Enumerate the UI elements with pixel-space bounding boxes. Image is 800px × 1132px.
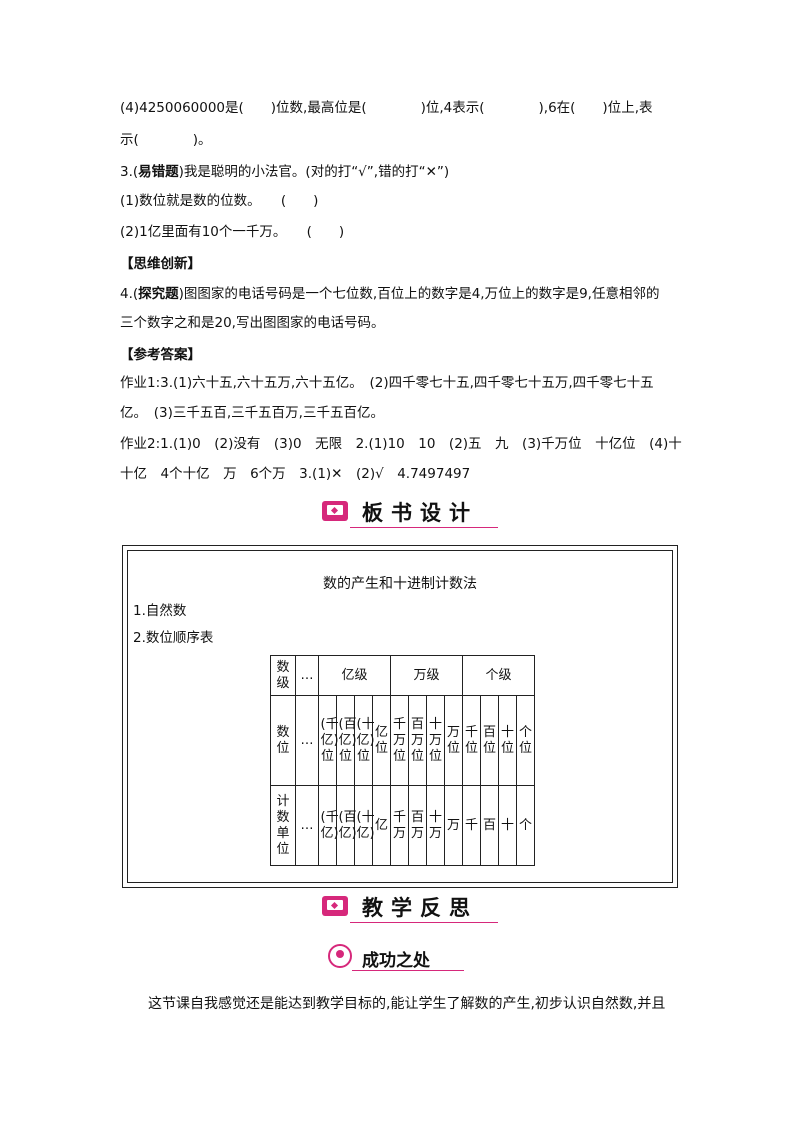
- pos-cell: 千万位: [390, 695, 409, 786]
- q3-prefix: 3.(: [120, 164, 139, 180]
- pos-cell: 十位: [498, 695, 517, 786]
- row-label-level: 数级: [270, 655, 296, 696]
- place-value-table: 数级 … 亿级 万级 个级 数位 … (千亿)位 (百亿)位 (十亿)位 亿位 …: [270, 655, 535, 866]
- unit-cell: 百万: [408, 785, 427, 866]
- unit-cell: (百亿): [336, 785, 357, 866]
- header-underline: [350, 922, 498, 923]
- download-circle-icon: [328, 944, 352, 968]
- q4b-rest: )图图家的电话号码是一个七位数,百位上的数字是4,万位上的数字是9,任意相邻的: [178, 286, 660, 302]
- unit-cell: (千亿): [318, 785, 339, 866]
- board-inner-border: [127, 550, 673, 883]
- question-3-2: (2)1亿里面有10个一千万。 ( ): [120, 224, 345, 240]
- unit-cell: 十万: [426, 785, 445, 866]
- answer-2-line-2: 十亿 4个十亿 万 6个万 3.(1)✕ (2)√ 4.7497497: [120, 466, 471, 482]
- unit-cell: 百: [480, 785, 499, 866]
- pos-cell: 亿位: [372, 695, 391, 786]
- question-3-1: (1)数位就是数的位数。 ( ): [120, 193, 319, 209]
- success-title: 成功之处: [362, 951, 430, 971]
- answer-2-line-1: 作业2:1.(1)0 (2)没有 (3)0 无限 2.(1)10 10 (2)五…: [120, 436, 682, 452]
- board-box: [122, 545, 678, 888]
- board-design-title: 板书设计: [362, 500, 478, 525]
- board-item-2: 2.数位顺序表: [133, 630, 214, 646]
- question-3-title: 3.(易错题)我是聪明的小法官。(对的打“√”,错的打“✕”): [120, 162, 449, 182]
- pos-cell: 百万位: [408, 695, 427, 786]
- pos-cell: 百位: [480, 695, 499, 786]
- pos-cell: (十亿)位: [354, 695, 375, 786]
- question-4b-line-1: 4.(探究题)图图家的电话号码是一个七位数,百位上的数字是4,万位上的数字是9,…: [120, 284, 659, 304]
- answer-1-line-1: 作业1:3.(1)六十五,六十五万,六十五亿。 (2)四千零七十五,四千零七十五…: [120, 375, 654, 391]
- pos-cell: 个位: [516, 695, 535, 786]
- unit-cell: 万: [444, 785, 463, 866]
- row-label-unit: 计数单位: [270, 785, 296, 866]
- board-design-header: 板书设计: [322, 497, 502, 528]
- pos-cell: (千亿)位: [318, 695, 339, 786]
- section-thinking: 【思维创新】: [120, 256, 201, 272]
- reflection-title: 教学反思: [362, 895, 478, 920]
- board-item-1: 1.自然数: [133, 603, 187, 619]
- board-title: 数的产生和十进制计数法: [323, 576, 477, 592]
- question-4-line-1: (4)4250060000是( )位数,最高位是( )位,4表示( ),6在( …: [120, 100, 653, 116]
- success-header: 成功之处: [328, 944, 478, 974]
- row-label-position: 数位: [270, 695, 296, 786]
- success-underline: [352, 970, 464, 971]
- success-paragraph: 这节课自我感觉还是能达到教学目标的,能让学生了解数的产生,初步认识自然数,并且: [148, 996, 666, 1012]
- question-4b-line-2: 三个数字之和是20,写出图图家的电话号码。: [120, 315, 385, 331]
- pos-cell: 万位: [444, 695, 463, 786]
- unit-cell: 亿: [372, 785, 391, 866]
- q3-rest: )我是聪明的小法官。(对的打“√”,错的打“✕”): [178, 164, 450, 180]
- q4b-tag: 探究题: [138, 286, 179, 302]
- q3-tag: 易错题: [138, 164, 179, 180]
- ellipsis-cell: …: [295, 785, 319, 866]
- unit-cell: 千万: [390, 785, 409, 866]
- ge-level-cell: 个级: [462, 655, 535, 696]
- answer-1-line-2: 亿。 (3)三千五百,三千五百万,三千五百亿。: [120, 405, 384, 421]
- ellipsis-cell: …: [295, 655, 319, 696]
- ellipsis-cell: …: [295, 695, 319, 786]
- section-answer: 【参考答案】: [120, 347, 201, 363]
- unit-cell: 十: [498, 785, 517, 866]
- unit-cell: (十亿): [354, 785, 375, 866]
- monitor-icon: [322, 501, 348, 521]
- unit-cell: 千: [462, 785, 481, 866]
- wan-level-cell: 万级: [390, 655, 463, 696]
- yi-level-cell: 亿级: [318, 655, 391, 696]
- header-underline: [350, 527, 498, 528]
- question-4-line-2: 示( )。: [120, 132, 212, 148]
- q4b-prefix: 4.(: [120, 286, 139, 302]
- pos-cell: 十万位: [426, 695, 445, 786]
- pos-cell: (百亿)位: [336, 695, 357, 786]
- reflection-header: 教学反思: [322, 892, 502, 923]
- unit-cell: 个: [516, 785, 535, 866]
- monitor-icon: [322, 896, 348, 916]
- pos-cell: 千位: [462, 695, 481, 786]
